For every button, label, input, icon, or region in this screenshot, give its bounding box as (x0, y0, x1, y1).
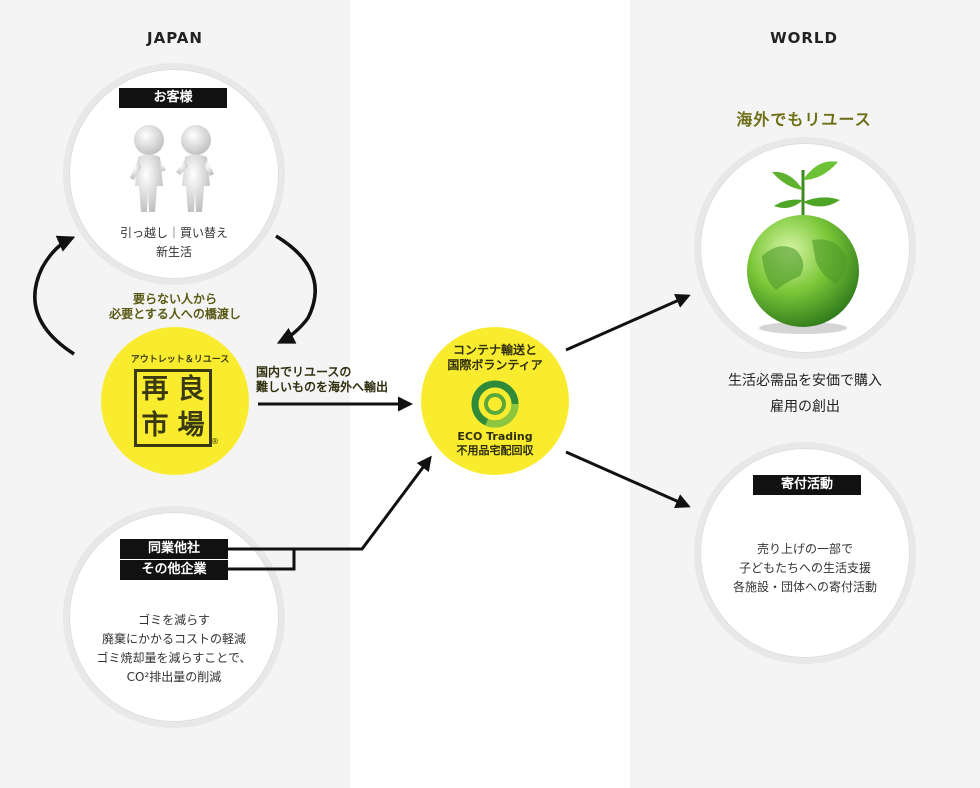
companies-line-4: CO²排出量の削減 (126, 670, 222, 684)
reuse-line-1: 生活必需品を安価で購入 (728, 373, 882, 389)
reuse-line-2: 雇用の創出 (770, 399, 840, 415)
shop-registered-mark: ® (211, 437, 219, 446)
donation-line-2: 子どもたちへの生活支援 (738, 561, 871, 575)
eco-brand-line-2: 不用品宅配回収 (456, 444, 534, 457)
shop-char-3: 市 (141, 410, 169, 441)
reuse-circle (694, 137, 916, 359)
shop-logo: 再 良 市 場 (134, 369, 212, 447)
eco-brand-line-1: ECO Trading (457, 430, 533, 443)
shop-char-1: 再 (141, 374, 169, 405)
shop-char-4: 場 (177, 410, 205, 441)
export-line-1: 国内でリユースの (256, 365, 352, 379)
customer-line-1: 引っ越し｜買い替え (119, 226, 228, 240)
world-heading: WORLD (770, 29, 838, 47)
companies-line-3: ゴミ焼却量を減らすことで、 (96, 651, 252, 665)
donation-line-1: 売り上げの一部で (756, 542, 853, 556)
shop-tagline: アウトレット＆リユース (130, 355, 230, 365)
reuse-title: 海外でもリユース (736, 110, 872, 129)
donation-label: 寄付活動 (753, 475, 861, 495)
bridge-line-2: 必要とする人への橋渡し (109, 307, 241, 321)
shop-circle (101, 327, 249, 475)
eco-title-line-2: 国際ボランティア (447, 358, 543, 372)
companies-label-1: 同業他社 (120, 539, 228, 559)
companies-line-1: ゴミを減らす (138, 613, 210, 627)
shop-char-2: 良 (177, 374, 205, 405)
customer-label: お客様 (119, 88, 227, 108)
companies-line-2: 廃棄にかかるコストの軽減 (101, 632, 246, 646)
japan-heading: JAPAN (147, 29, 203, 47)
customer-line-2: 新生活 (155, 245, 192, 259)
eco-title-line-1: コンテナ輸送と (452, 343, 537, 357)
bridge-line-1: 要らない人から (132, 292, 217, 306)
donation-line-3: 各施設・団体への寄付活動 (732, 580, 877, 594)
export-line-2: 難しいものを海外へ輸出 (256, 380, 389, 394)
companies-label-2: その他企業 (120, 560, 228, 580)
